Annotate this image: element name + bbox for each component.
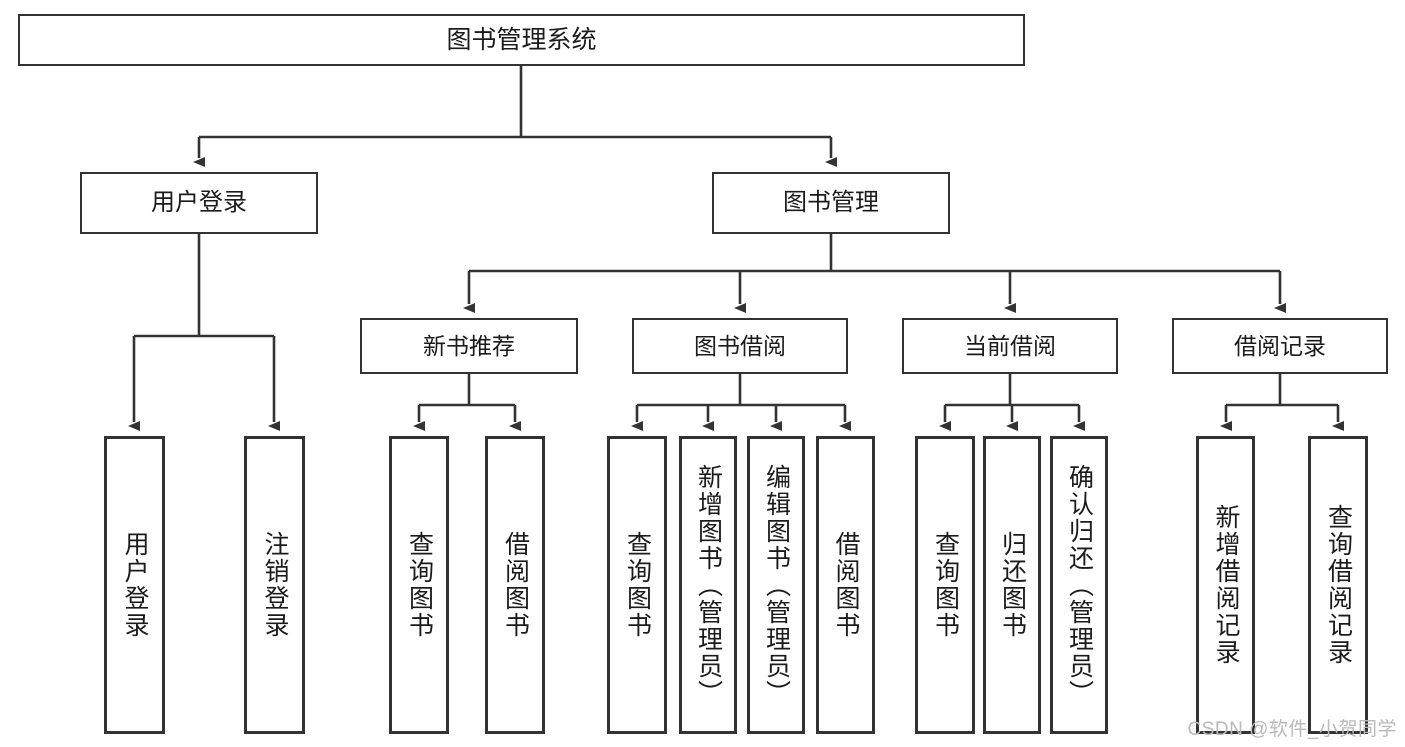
node-leaf-borrow-book-1[interactable]: 借阅图书 [485, 436, 545, 734]
node-leaf-query-book-3-label: 查询图书 [931, 531, 960, 639]
node-book-borrow-label: 图书借阅 [694, 332, 786, 359]
node-leaf-borrow-book-2[interactable]: 借阅图书 [816, 436, 875, 734]
node-leaf-borrow-book-1-label: 借阅图书 [501, 531, 530, 639]
node-leaf-add-book[interactable]: 新增图书（管理员） [679, 436, 737, 734]
node-leaf-confirm-return-label: 确认归还（管理员） [1065, 463, 1094, 707]
node-new-book-recommend[interactable]: 新书推荐 [360, 318, 578, 374]
node-leaf-query-record[interactable]: 查询借阅记录 [1308, 436, 1368, 734]
node-leaf-add-record-label: 新增借阅记录 [1212, 504, 1240, 666]
node-leaf-return-book-label: 归还图书 [998, 531, 1027, 639]
node-current-borrow[interactable]: 当前借阅 [902, 318, 1118, 374]
node-leaf-edit-book[interactable]: 编辑图书（管理员） [747, 436, 805, 734]
node-book-manage[interactable]: 图书管理 [712, 172, 950, 234]
node-leaf-edit-book-label: 编辑图书（管理员） [762, 463, 791, 707]
node-leaf-query-book-2-label: 查询图书 [623, 531, 652, 639]
node-borrow-record-label: 借阅记录 [1234, 332, 1326, 359]
node-leaf-query-record-label: 查询借阅记录 [1324, 504, 1353, 666]
node-root-label: 图书管理系统 [446, 25, 597, 54]
node-leaf-query-book-1[interactable]: 查询图书 [389, 436, 449, 734]
node-user-login-label: 用户登录 [151, 189, 247, 217]
node-current-borrow-label: 当前借阅 [964, 332, 1056, 359]
node-leaf-logout-label: 注销登录 [261, 531, 289, 639]
node-root[interactable]: 图书管理系统 [18, 14, 1025, 66]
node-leaf-user-login-label: 用户登录 [121, 531, 149, 639]
node-new-book-recommend-label: 新书推荐 [423, 332, 515, 359]
node-book-manage-label: 图书管理 [783, 189, 879, 217]
node-user-login[interactable]: 用户登录 [80, 172, 318, 234]
node-leaf-query-book-2[interactable]: 查询图书 [607, 436, 667, 734]
node-leaf-add-record[interactable]: 新增借阅记录 [1196, 436, 1255, 734]
node-leaf-add-book-label: 新增图书（管理员） [694, 463, 723, 707]
node-leaf-confirm-return[interactable]: 确认归还（管理员） [1050, 436, 1108, 734]
node-leaf-return-book[interactable]: 归还图书 [983, 436, 1041, 734]
node-leaf-logout[interactable]: 注销登录 [244, 436, 305, 734]
csdn-watermark: CSDN @软件_小贺同学 [1187, 719, 1397, 740]
node-borrow-record[interactable]: 借阅记录 [1172, 318, 1388, 374]
node-leaf-query-book-3[interactable]: 查询图书 [915, 436, 975, 734]
node-leaf-borrow-book-2-label: 借阅图书 [832, 531, 860, 639]
node-leaf-user-login[interactable]: 用户登录 [104, 436, 165, 734]
node-leaf-query-book-1-label: 查询图书 [405, 531, 434, 639]
node-book-borrow[interactable]: 图书借阅 [632, 318, 848, 374]
